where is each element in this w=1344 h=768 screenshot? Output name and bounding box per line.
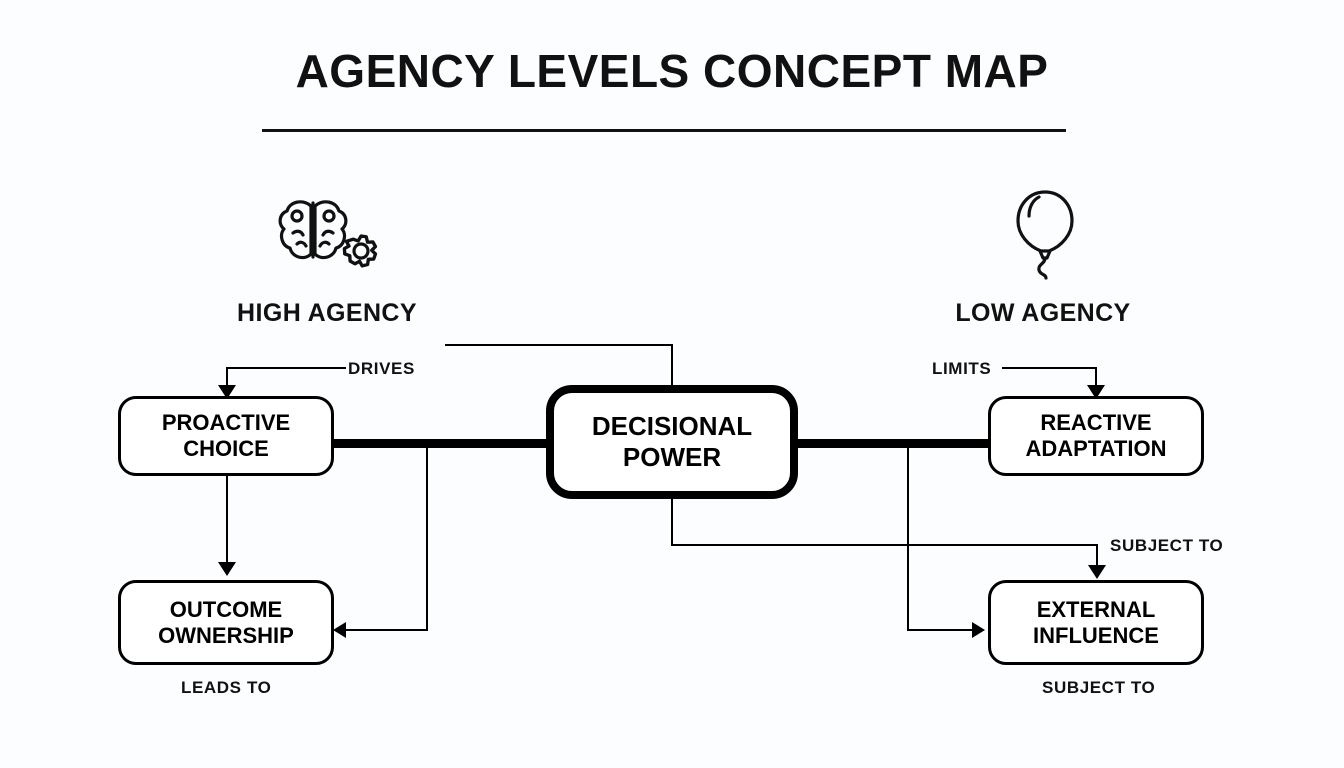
edge-drives-label-line (226, 367, 346, 369)
edge-limits-arrowhead (1087, 385, 1105, 399)
edge-subject-to-1-arrowhead (1088, 565, 1106, 579)
node-external-influence[interactable]: EXTERNAL INFLUENCE (988, 580, 1204, 665)
edge-drives-arrowhead (218, 385, 236, 399)
edge-subject-to-2-drop (907, 444, 909, 631)
edge-subject-to-1-horizontal (671, 544, 1098, 546)
balloon-icon (985, 184, 1105, 280)
section-label-low-agency: LOW AGENCY (955, 299, 1131, 327)
node-decisional-power[interactable]: DECISIONAL POWER (546, 385, 798, 499)
node-reactive-adaptation[interactable]: REACTIVE ADAPTATION (988, 396, 1204, 476)
edge-label-subject-to-1: SUBJECT TO (1110, 536, 1224, 555)
edge-spine-right (792, 439, 992, 448)
edge-subject-to-2-horizontal (907, 629, 977, 631)
edge-limits-label-line (1002, 367, 1097, 369)
node-outcome-ownership-line2: OWNERSHIP (158, 622, 294, 648)
edge-leads-to-line (226, 474, 228, 566)
edge-limits-drop (1095, 367, 1097, 389)
node-reactive-adaptation-line1: REACTIVE (1040, 410, 1152, 436)
page-title: AGENCY LEVELS CONCEPT MAP (295, 45, 1049, 97)
edge-subject-to-1-drop (671, 497, 673, 545)
edge-leads-to-arrowhead (218, 562, 236, 576)
edge-decisional-to-outcome-drop (426, 444, 428, 631)
title-divider (262, 129, 1066, 132)
node-external-influence-line2: INFLUENCE (1033, 622, 1159, 648)
edge-label-limits: LIMITS (932, 359, 992, 378)
edge-label-subject-to-2: SUBJECT TO (1042, 678, 1156, 697)
edge-drives-drop (226, 367, 228, 389)
edge-drives-horizontal-upper (445, 344, 673, 346)
edge-drives-riser (671, 344, 673, 387)
node-outcome-ownership[interactable]: OUTCOME OWNERSHIP (118, 580, 334, 665)
node-reactive-adaptation-line2: ADAPTATION (1025, 436, 1167, 461)
node-proactive-choice-line1: PROACTIVE (161, 410, 291, 436)
edge-spine-left (330, 439, 552, 448)
brain-gear-icon (267, 186, 387, 282)
node-proactive-choice[interactable]: PROACTIVE CHOICE (118, 396, 334, 476)
node-proactive-choice-line2: CHOICE (183, 436, 269, 461)
section-label-high-agency: HIGH AGENCY (237, 299, 417, 327)
edge-decisional-to-outcome-horizontal (345, 629, 428, 631)
node-external-influence-line1: EXTERNAL (1036, 596, 1156, 622)
edge-label-drives: DRIVES (348, 359, 415, 378)
node-outcome-ownership-line1: OUTCOME (169, 596, 283, 622)
node-decisional-power-line2: POWER (622, 442, 722, 472)
node-decisional-power-line1: DECISIONAL (591, 411, 753, 442)
edge-label-leads-to: LEADS TO (181, 678, 272, 697)
edge-decisional-to-outcome-arrowhead (333, 622, 346, 638)
edge-subject-to-2-arrowhead (972, 622, 985, 638)
edge-subject-to-1-riser (1096, 544, 1098, 569)
